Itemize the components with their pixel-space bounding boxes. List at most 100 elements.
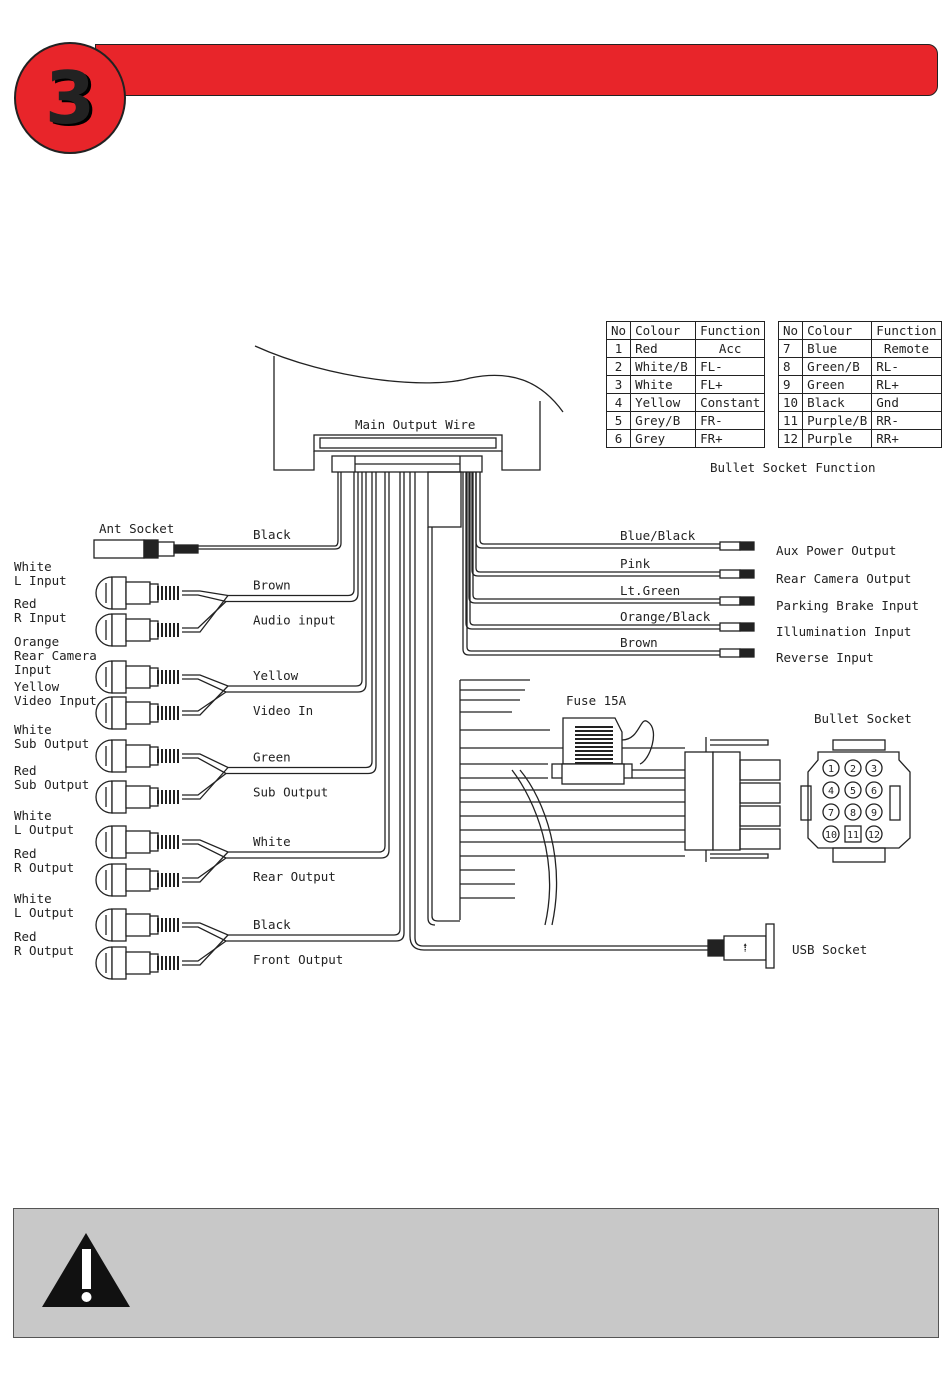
head-unit-outline <box>254 345 564 413</box>
rca-label: Orange <box>14 634 59 649</box>
table-header-row: No Colour Function <box>777 321 942 340</box>
rca-wire-group <box>182 472 405 966</box>
usb-socket-label: USB Socket <box>792 942 867 957</box>
table-cell: White/B <box>630 357 697 376</box>
ant-wire <box>198 472 342 550</box>
table-caption: Bullet Socket Function <box>710 460 876 475</box>
signal-wire-function: Parking Brake Input <box>776 598 919 613</box>
table-cell: White <box>630 375 697 394</box>
rca-label: Red <box>14 596 37 611</box>
signal-wire-color: Blue/Black <box>620 528 696 543</box>
table-cell: Grey <box>630 429 697 448</box>
section-number-badge: 3 <box>14 42 126 154</box>
power-harness <box>459 679 685 926</box>
bullet-pin-number: 6 <box>871 786 877 797</box>
rca-wire-group <box>182 472 390 883</box>
rca-wire-color: White <box>253 834 291 849</box>
table-cell: Acc <box>695 339 766 358</box>
signal-wire-color: Orange/Black <box>620 609 711 624</box>
bullet-pin <box>865 759 883 777</box>
usb-socket: ⭫ USB Socket <box>707 923 867 969</box>
fuse-holder: Fuse 15A <box>551 693 685 785</box>
bullet-socket-label: Bullet Socket <box>814 711 912 726</box>
bullet-pin <box>822 759 840 777</box>
ant-socket-sleeve <box>173 544 199 554</box>
section-number: 3 <box>44 56 96 140</box>
rca-plug <box>95 613 179 647</box>
main-connector-plug <box>331 455 483 473</box>
rca-function-label: Front Output <box>253 952 343 967</box>
head-unit-sides <box>273 356 541 471</box>
rca-label: Red <box>14 846 37 861</box>
bullet-pin <box>844 803 862 821</box>
bullet-pin <box>822 781 840 799</box>
main-connector-inner <box>319 437 497 449</box>
rca-label: White <box>14 559 52 574</box>
rca-plug <box>95 825 179 859</box>
rca-function-label: Video In <box>253 703 313 718</box>
rca-wire-color: Yellow <box>253 668 299 683</box>
usb-wire <box>409 472 710 951</box>
bullet-pin-number: 5 <box>850 786 856 797</box>
fuse-label: Fuse 15A <box>566 693 627 708</box>
rca-label: Sub Output <box>14 777 89 792</box>
ant-wire-color: Black <box>253 527 291 542</box>
rca-plug <box>95 660 179 694</box>
rca-wire-group <box>182 472 367 716</box>
rca-wire-color: Green <box>253 750 291 765</box>
table-cell: FR+ <box>695 429 766 448</box>
rca-plug <box>95 696 179 730</box>
rca-label: White <box>14 808 52 823</box>
bullet-pin <box>822 803 840 821</box>
rca-plug <box>95 780 179 814</box>
rca-wire-color: Black <box>253 917 291 932</box>
rca-wire-color: Brown <box>253 578 291 593</box>
bullet-pin <box>822 825 840 843</box>
table-cell: Black <box>802 393 873 412</box>
signal-wire-color: Lt.Green <box>620 583 680 598</box>
signal-wire <box>465 472 755 632</box>
bullet-pin <box>865 825 883 843</box>
main-connector-housing <box>313 434 503 452</box>
table-cell: RL+ <box>871 375 942 394</box>
bullet-pin <box>844 759 862 777</box>
rca-label: Red <box>14 763 37 778</box>
signal-wire-function: Aux Power Output <box>776 543 896 558</box>
rca-label: R Output <box>14 860 74 875</box>
bullet-pin-number: 9 <box>871 808 877 819</box>
table-cell: Remote <box>871 339 942 358</box>
rca-label: L Input <box>14 573 67 588</box>
rca-label: White <box>14 891 52 906</box>
warning-triangle-icon <box>42 1233 130 1307</box>
rca-function-label: Rear Output <box>253 869 336 884</box>
signal-wire <box>468 472 755 606</box>
bullet-pin-number: 7 <box>828 808 834 819</box>
rca-label: White <box>14 722 52 737</box>
table-cell: Yellow <box>630 393 697 412</box>
rca-function-label: Sub Output <box>253 785 328 800</box>
ant-socket-body <box>93 539 145 559</box>
rca-plug <box>95 739 179 773</box>
rca-label: L Output <box>14 905 74 920</box>
bullet-pin <box>844 781 862 799</box>
table-cell: Purple <box>802 429 873 448</box>
bullet-pin <box>865 781 883 799</box>
rca-label: Yellow <box>14 679 60 694</box>
rca-label: R Output <box>14 943 74 958</box>
table-cell: Grey/B <box>630 411 697 430</box>
rca-label: L Output <box>14 822 74 837</box>
bullet-pin <box>844 825 862 843</box>
ant-socket-label: Ant Socket <box>99 521 174 536</box>
